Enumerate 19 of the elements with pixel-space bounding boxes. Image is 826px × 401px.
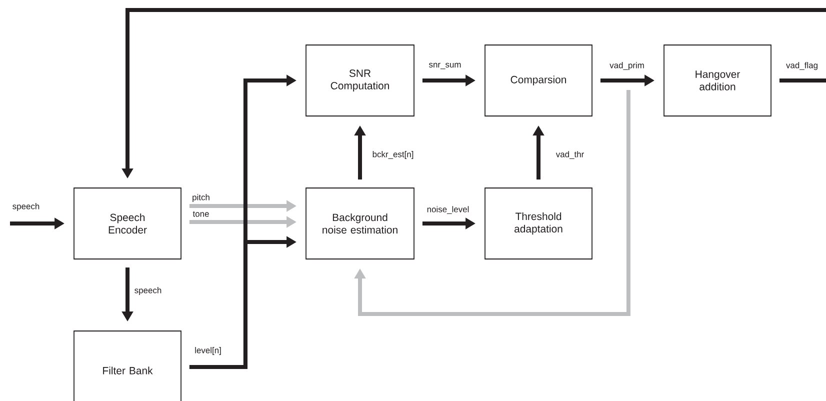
edge-label: vad_prim	[608, 61, 646, 71]
edge-label: level[n]	[194, 346, 222, 356]
process-box: SNR Computation	[306, 44, 414, 116]
process-box: Hangover addition	[664, 44, 772, 116]
edge-label: tone	[192, 210, 210, 218]
process-box: Filter Bank	[74, 330, 182, 401]
edge-label: snr_sum	[428, 62, 462, 70]
process-box: Comparsion	[484, 44, 592, 116]
edge-label: bckr_est[n]	[371, 150, 415, 160]
process-box: Speech Encoder	[74, 188, 182, 260]
edge-label: speech	[11, 202, 41, 212]
process-box: Background noise estimation	[306, 188, 414, 260]
arrow	[354, 90, 630, 316]
process-box: Threshold adaptation	[484, 188, 592, 260]
edge-label: speech	[133, 286, 163, 296]
edge-label: vad_thr	[554, 150, 586, 160]
edge-label: vad_flag	[785, 61, 819, 71]
edge-label: pitch	[191, 193, 211, 203]
edge-label: noise_level	[426, 205, 470, 215]
